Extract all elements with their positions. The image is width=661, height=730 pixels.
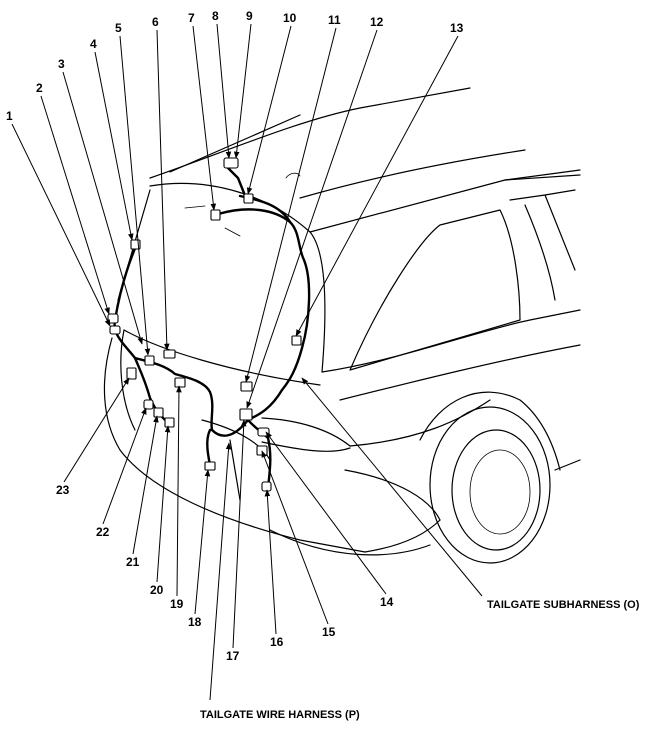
callout-7: 7 <box>188 11 195 25</box>
connector-13 <box>291 335 302 346</box>
connector-18 <box>204 461 216 471</box>
callout-11: 11 <box>328 13 341 27</box>
callout-14: 14 <box>380 595 394 609</box>
leader-lines <box>11 23 483 701</box>
callout-18: 18 <box>188 615 202 629</box>
callout-5: 5 <box>115 21 122 35</box>
tailgate-subharness-label: TAILGATE SUBHARNESS (O) <box>487 599 640 611</box>
callout-6: 6 <box>152 15 159 29</box>
tailgate-subharness-wire <box>216 166 311 422</box>
tailgate-wire-harness <box>113 244 272 490</box>
callout-16: 16 <box>270 635 284 649</box>
connector-22 <box>143 399 154 410</box>
callout-numbers: 1 2 3 4 5 6 7 8 9 10 11 12 13 14 15 16 1… <box>6 9 464 663</box>
callout-17: 17 <box>226 649 240 663</box>
connectors <box>107 157 302 492</box>
connector-20 <box>164 417 175 428</box>
callout-21: 21 <box>126 555 140 569</box>
connector-17 <box>239 408 253 421</box>
connector-7 <box>210 209 221 221</box>
connector-23 <box>126 367 137 380</box>
connector-14 <box>257 427 270 437</box>
callout-19: 19 <box>170 597 184 611</box>
callout-8: 8 <box>212 9 219 23</box>
connector-21 <box>153 407 164 418</box>
connector-6 <box>163 349 176 359</box>
callout-15: 15 <box>322 625 336 639</box>
connector-8 <box>223 157 239 169</box>
callout-4: 4 <box>90 37 97 51</box>
callout-10: 10 <box>283 11 297 25</box>
connector-5 <box>144 355 155 366</box>
callout-13: 13 <box>450 21 464 35</box>
connector-15 <box>256 445 268 456</box>
callout-2: 2 <box>36 81 43 95</box>
tailgate-wire-harness-label: TAILGATE WIRE HARNESS (P) <box>200 709 360 721</box>
connector-16 <box>261 481 272 492</box>
connector-11 <box>240 381 253 392</box>
callout-3: 3 <box>58 57 65 71</box>
connector-19 <box>174 377 186 388</box>
connector-1 <box>109 325 121 335</box>
callout-9: 9 <box>246 9 253 23</box>
vehicle-outline <box>103 87 581 564</box>
callout-20: 20 <box>150 583 164 597</box>
callout-1: 1 <box>6 109 13 123</box>
connector-10 <box>243 193 254 204</box>
callout-12: 12 <box>370 15 384 29</box>
connector-2 <box>107 313 119 324</box>
callout-22: 22 <box>96 525 110 539</box>
callout-23: 23 <box>56 483 70 497</box>
